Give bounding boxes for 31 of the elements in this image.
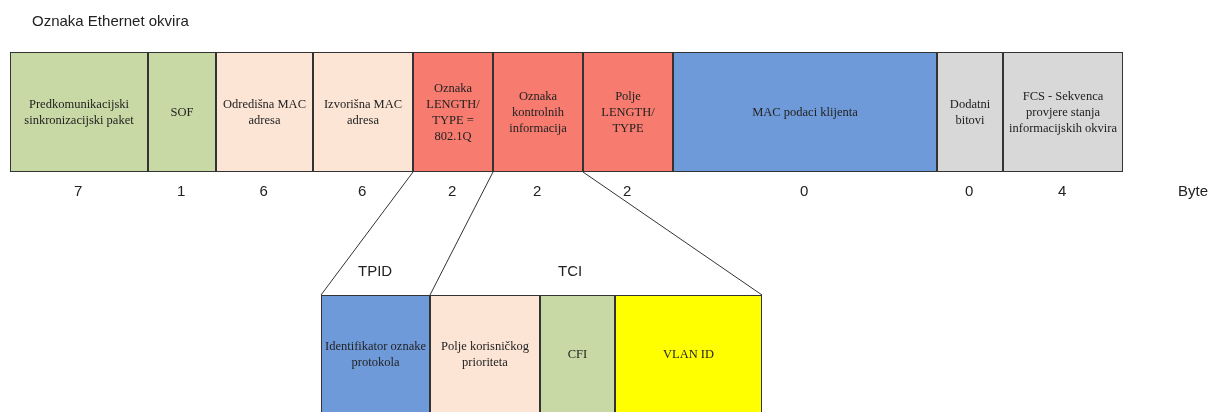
frame-field: Polje korisničkog prioriteta <box>430 295 540 412</box>
frame-field: Oznaka LENGTH/ TYPE = 802.1Q <box>413 52 493 172</box>
byte-count: 1 <box>177 182 186 199</box>
frame-field: Predkomunikacijski sinkronizacijski paket <box>10 52 148 172</box>
group-label: TPID <box>358 262 393 279</box>
frame-field: Oznaka kontrolnih informacija <box>493 52 583 172</box>
diagram-title: Oznaka Ethernet okvira <box>32 12 189 29</box>
frame-field: Polje LENGTH/ TYPE <box>583 52 673 172</box>
byte-count: 0 <box>800 182 809 199</box>
byte-count: 4 <box>1058 182 1067 199</box>
frame-field: MAC podaci klijenta <box>673 52 937 172</box>
byte-count: 2 <box>448 182 457 199</box>
expansion-line <box>320 171 414 296</box>
frame-field: Dodatni bitovi <box>937 52 1003 172</box>
group-label: TCI <box>558 262 583 279</box>
byte-count: 6 <box>259 182 268 199</box>
byte-count: 0 <box>965 182 974 199</box>
frame-field: SOF <box>148 52 216 172</box>
byte-count: 7 <box>74 182 83 199</box>
frame-field: CFI <box>540 295 615 412</box>
frame-field: Identifikator oznake protokola <box>321 295 430 412</box>
frame-field: FCS - Sekvenca provjere stanja informacijskih okvira <box>1003 52 1123 172</box>
expansion-line <box>429 171 494 296</box>
expansion-line <box>582 171 763 296</box>
unit-label: Byte <box>1178 182 1208 199</box>
frame-field: Odredišna MAC adresa <box>216 52 313 172</box>
byte-count: 6 <box>358 182 367 199</box>
byte-count: 2 <box>533 182 542 199</box>
frame-field: VLAN ID <box>615 295 762 412</box>
byte-count: 2 <box>623 182 632 199</box>
frame-field: Izvorišna MAC adresa <box>313 52 413 172</box>
